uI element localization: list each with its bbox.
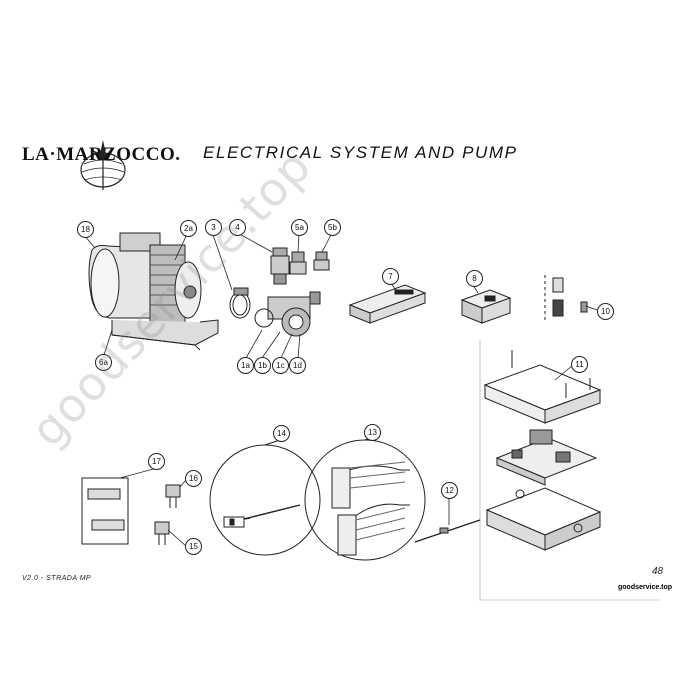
callout-1a: 1a (237, 357, 254, 374)
fitting-5b (313, 251, 330, 271)
la-marzocco-logo: LA·MARZOCCO. (22, 140, 181, 190)
callout-11: 11 (571, 356, 588, 373)
relay-8 (460, 289, 512, 324)
callout-5a: 5a (291, 219, 308, 236)
terminal-blocks-17 (81, 477, 129, 545)
callout-17: 17 (148, 453, 165, 470)
callout-8: 8 (466, 270, 483, 287)
site-label: goodservice.top (618, 584, 673, 591)
callout-3: 3 (205, 219, 222, 236)
control-box-11 (479, 340, 660, 601)
callout-15: 15 (185, 538, 202, 555)
page-number: 48 (652, 566, 664, 577)
model-label: V2.0 - STRADA MP (22, 575, 92, 582)
callout-5b: 5b (324, 219, 341, 236)
probe-12 (414, 519, 481, 543)
callout-12: 12 (441, 482, 458, 499)
harness-14 (209, 439, 321, 556)
fuse-10 (544, 275, 588, 322)
connector-16 (165, 484, 181, 508)
callout-6a: 6a (95, 354, 112, 371)
callout-2a: 2a (180, 220, 197, 237)
ribbon-cable-13 (304, 435, 426, 561)
component-7 (348, 284, 427, 324)
fitting-4 (270, 247, 290, 285)
page-title: ELECTRICAL SYSTEM AND PUMP (203, 143, 518, 162)
svg-text:LA·MARZOCCO.: LA·MARZOCCO. (22, 144, 181, 165)
connector-15 (154, 521, 170, 545)
callout-7: 7 (382, 268, 399, 285)
callout-1b: 1b (254, 357, 271, 374)
callout-1d: 1d (289, 357, 306, 374)
callout-18: 18 (77, 221, 94, 238)
callout-1c: 1c (272, 357, 289, 374)
callout-4: 4 (229, 219, 246, 236)
callout-10: 10 (597, 303, 614, 320)
fitting-5a (289, 251, 307, 275)
callout-14: 14 (273, 425, 290, 442)
pump-motor (88, 232, 219, 351)
pump-head (254, 291, 321, 337)
callout-13: 13 (364, 424, 381, 441)
hose-clamp (229, 287, 251, 319)
callout-16: 16 (185, 470, 202, 487)
